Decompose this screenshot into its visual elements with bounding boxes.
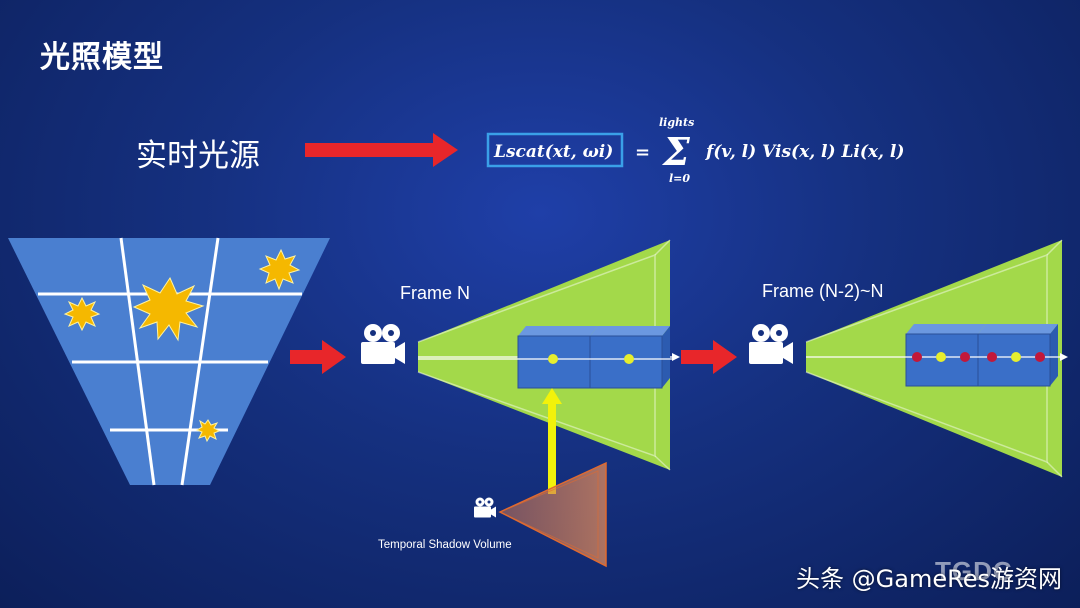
burst-light-icon <box>132 276 205 342</box>
sample-point <box>548 354 558 364</box>
equation-upper-limit: lights <box>659 116 694 129</box>
burst-light-icon <box>63 296 101 332</box>
equation-rhs: f(v, l) Vis(x, l) Li(x, l) <box>705 142 904 162</box>
equation-equals: = <box>635 142 650 163</box>
frame-n-label: Frame N <box>400 283 470 303</box>
frame-range-label: Frame (N-2)~N <box>762 281 884 301</box>
equation-sigma: Σ <box>661 129 691 174</box>
right-arrow-icon <box>681 340 737 374</box>
camera-icon <box>361 324 405 364</box>
froxel-box <box>589 326 670 389</box>
camera-icon <box>749 324 793 364</box>
equation-lhs: Lscat(xt, ωi) <box>493 142 613 162</box>
froxel-box <box>517 326 598 389</box>
scattering-equation: Lscat(xt, ωi) = Σ lights l=0 f(v, l) Vis… <box>486 116 904 185</box>
up-arrow-icon <box>542 388 562 494</box>
burst-light-icon <box>195 419 221 443</box>
watermark: 头条 @GameRes游资网 <box>796 565 1062 593</box>
right-arrow-icon <box>305 133 458 167</box>
sample-point <box>936 352 946 362</box>
tgdc-logo: TGDC <box>935 556 1013 586</box>
slide-title: 光照模型 <box>40 40 164 75</box>
shadow-volume-label: Temporal Shadow Volume <box>378 539 512 551</box>
camera-icon <box>474 497 496 518</box>
right-arrow-icon <box>290 340 346 374</box>
sample-point <box>1011 352 1021 362</box>
equation-lower-limit: l=0 <box>669 172 690 185</box>
burst-light-icon <box>258 248 301 291</box>
realtime-light-label: 实时光源 <box>136 138 260 174</box>
light-grid <box>8 237 330 486</box>
history-sample-point <box>912 352 922 362</box>
history-sample-point <box>987 352 997 362</box>
temporal-shadow-volume <box>498 461 607 568</box>
sample-point <box>624 354 634 364</box>
history-sample-point <box>960 352 970 362</box>
history-sample-point <box>1035 352 1045 362</box>
equation-highlight-box <box>486 132 624 168</box>
